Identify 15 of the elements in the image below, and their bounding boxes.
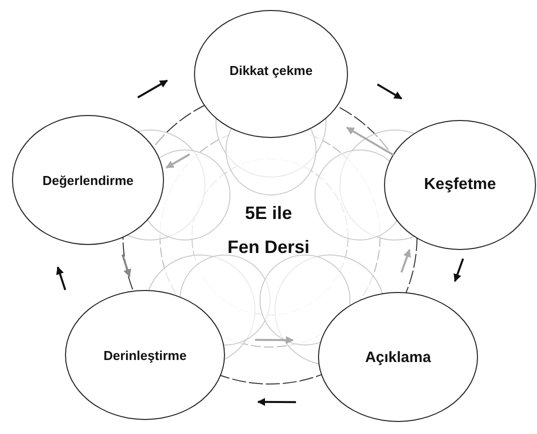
stage-label: Derinleştirme <box>103 348 187 362</box>
arrow <box>376 84 402 100</box>
arrow <box>257 398 296 406</box>
stage-label: Açıklama <box>365 348 431 366</box>
stage-label: Keşfetme <box>424 176 496 194</box>
center-title: 5E ile <box>244 203 292 223</box>
arrow <box>400 248 411 273</box>
arrow <box>166 153 190 169</box>
arrow <box>137 80 168 98</box>
arrow <box>454 258 464 282</box>
stage-label: Değerlendirme <box>42 172 134 188</box>
arrow <box>56 266 66 290</box>
center-title: Fen Dersi <box>227 237 310 257</box>
arrow <box>121 254 132 278</box>
stage-label: Dikkat çekme <box>229 63 313 78</box>
